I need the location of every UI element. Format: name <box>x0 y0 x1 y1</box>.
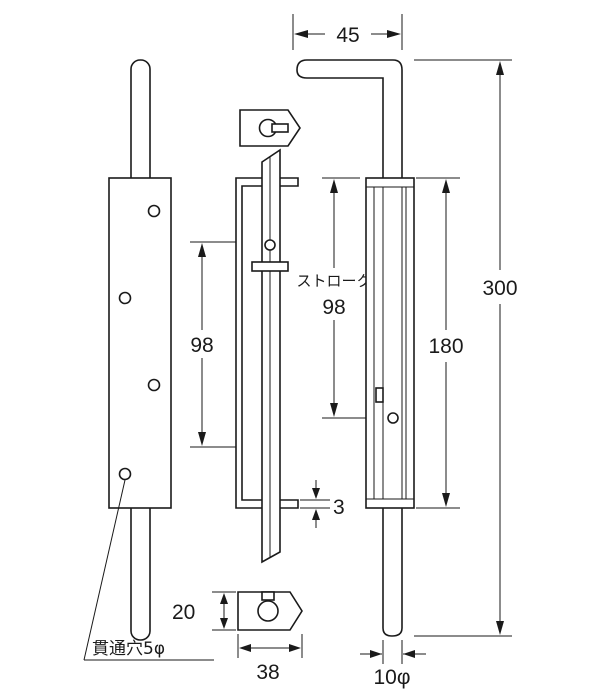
side-bolt <box>261 148 281 564</box>
mount-hole-3 <box>147 378 161 392</box>
mount-hole-1 <box>147 204 161 218</box>
total-length-label: 300 <box>482 277 517 300</box>
stroke-dimension: ストローク 98 <box>296 177 398 419</box>
plate-height-label: 20 <box>172 601 195 624</box>
total-length-dimension: 300 <box>414 59 518 637</box>
rod-diameter-dimension: 10φ <box>360 640 426 689</box>
bolt-pin <box>251 261 289 272</box>
gap-label: 3 <box>333 496 345 519</box>
stroke-label: ストローク <box>296 272 371 290</box>
plate-height-dimension: 20 <box>172 591 236 631</box>
side-bracket <box>235 177 299 509</box>
middle-view: 3 20 38 <box>172 109 345 684</box>
stroke-value: 98 <box>322 296 345 319</box>
right-pin <box>375 387 384 403</box>
plate-width-label: 38 <box>256 661 279 684</box>
body-length-dimension: 180 <box>416 177 464 509</box>
l-bolt-rod <box>296 59 403 637</box>
rod-diameter-label: 10φ <box>374 666 411 689</box>
gap-dimension: 3 <box>300 480 345 528</box>
right-view: 45 180 300 <box>292 14 518 689</box>
hole-spacing-dimension: 98 <box>186 241 236 448</box>
plate-width-dimension: 38 <box>237 634 303 684</box>
mount-hole-2 <box>118 291 132 305</box>
bottom-keeper-plate <box>237 591 303 631</box>
through-hole-callout: 貫通穴5φ <box>83 479 214 661</box>
left-body-plate <box>108 177 172 509</box>
right-body <box>365 177 415 509</box>
bolt-width-dimension: 45 <box>292 14 403 50</box>
bolt-width-label: 45 <box>336 24 359 47</box>
body-length-label: 180 <box>428 335 463 358</box>
left-view: 98 貫通穴5φ <box>83 59 236 661</box>
hole-spacing-label: 98 <box>190 334 213 357</box>
right-hole <box>387 412 399 424</box>
through-hole-label: 貫通穴5φ <box>92 639 165 659</box>
side-hole <box>264 239 276 251</box>
top-keeper-plate <box>239 109 301 147</box>
mount-hole-4 <box>118 467 132 481</box>
